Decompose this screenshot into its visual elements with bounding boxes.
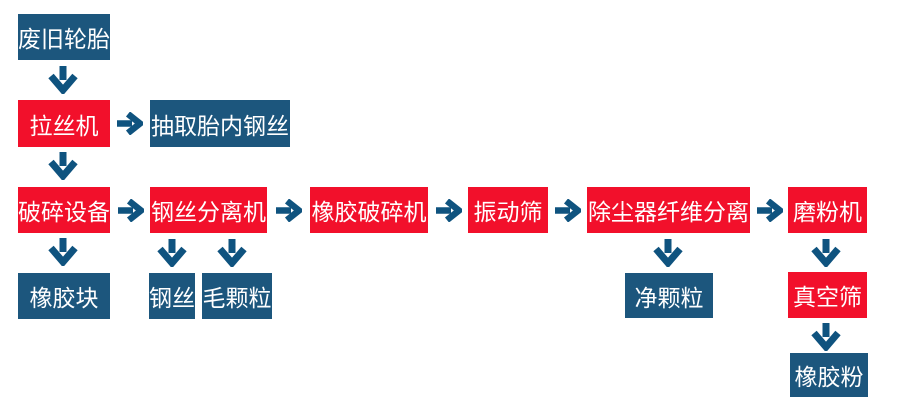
- arrow-down-icon: [811, 323, 841, 351]
- arrow-right-icon: [757, 199, 783, 222]
- arrow-right-icon: [118, 199, 144, 222]
- node-vacuum-screen: 真空筛: [788, 272, 867, 318]
- arrow-down-icon: [48, 152, 78, 180]
- node-wire-drawing-machine: 拉丝机: [18, 100, 110, 147]
- node-steel-wire-separator: 钢丝分离机: [150, 187, 267, 233]
- node-grinding-machine: 磨粉机: [788, 187, 867, 233]
- node-extract-tire-steel-wire: 抽取胎内钢丝: [150, 100, 290, 147]
- arrow-down-icon: [217, 239, 247, 267]
- node-raw-granules: 毛颗粒: [202, 273, 272, 319]
- node-vibrating-screen: 振动筛: [468, 187, 548, 233]
- node-crushing-equipment: 破碎设备: [18, 187, 110, 233]
- arrow-down-icon: [653, 239, 683, 267]
- arrow-right-icon: [276, 199, 302, 222]
- node-dust-collector-fiber-separation: 除尘器纤维分离: [587, 187, 750, 233]
- node-steel-wire: 钢丝: [149, 273, 195, 319]
- node-waste-tire: 废旧轮胎: [18, 14, 110, 60]
- arrow-right-icon: [436, 199, 462, 222]
- node-rubber-powder: 橡胶粉: [790, 353, 868, 397]
- node-rubber-crusher: 橡胶破碎机: [310, 187, 428, 233]
- arrow-down-icon: [811, 239, 841, 267]
- node-rubber-block: 橡胶块: [18, 273, 110, 319]
- arrow-down-icon: [157, 239, 187, 267]
- node-clean-granules: 净颗粒: [625, 273, 713, 318]
- arrow-down-icon: [48, 238, 78, 266]
- arrow-right-icon: [117, 112, 143, 135]
- arrow-right-icon: [555, 199, 581, 222]
- arrow-down-icon: [48, 66, 78, 94]
